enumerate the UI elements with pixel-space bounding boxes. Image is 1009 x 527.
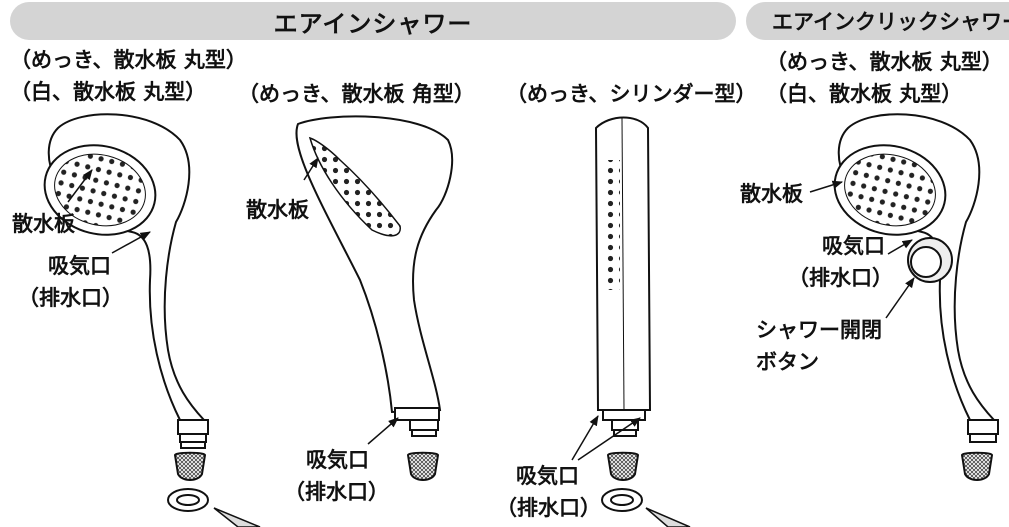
p1-spray-plate-leader	[67, 169, 93, 203]
p3-variant-label: （めっき、シリンダー型）	[506, 82, 757, 106]
washer-callout-arrow-2	[645, 507, 691, 527]
p4-spray-plate-label: 散水板	[740, 182, 803, 206]
p2-variant-label: （めっき、散水板 角型）	[238, 82, 475, 106]
p1-variant-label-2: （白、散水板 丸型）	[10, 80, 207, 104]
p2-spray-plate-label: 散水板	[246, 198, 309, 222]
p3-drain-label: （排水口）	[496, 496, 601, 520]
air-in-shower-title: エアインシャワー	[10, 2, 736, 40]
p2-air-intake-label: 吸気口	[306, 448, 369, 472]
cylinder-shower-head	[594, 116, 652, 512]
p3-air-intake-leader-1	[571, 415, 599, 461]
p2-spray-plate-leader	[303, 157, 319, 181]
angular-shower-head	[295, 115, 453, 481]
p1-air-intake-label: 吸気口	[48, 254, 111, 278]
round-shower-head-1	[43, 113, 209, 512]
washer-callout-arrow-1	[213, 507, 261, 527]
p2-air-intake-leader	[367, 417, 399, 445]
p3-air-intake-label: 吸気口	[516, 464, 579, 488]
p4-button-label-1: シャワー開閉	[756, 318, 882, 342]
p2-drain-label: （排水口）	[284, 480, 389, 504]
p1-spray-plate-label: 散水板	[12, 212, 75, 236]
p1-air-intake-leader	[111, 231, 151, 254]
p1-drain-label: （排水口）	[18, 286, 123, 310]
p4-drain-label: （排水口）	[788, 266, 893, 290]
p3-air-intake-leader-2	[577, 417, 641, 461]
p4-button-label-2: ボタン	[756, 350, 819, 374]
p4-air-intake-leader	[887, 239, 913, 255]
p1-variant-label-1: （めっき、散水板 丸型）	[10, 48, 247, 72]
p4-variant-label-1: （めっき、散水板 丸型）	[766, 50, 1003, 74]
p4-variant-label-2: （白、散水板 丸型）	[766, 82, 963, 106]
click-shower-head	[833, 113, 999, 481]
p4-button-leader	[885, 277, 915, 319]
p4-spray-plate-leader	[809, 180, 844, 193]
p4-air-intake-label: 吸気口	[822, 234, 885, 258]
air-in-click-shower-title: エアインクリックシャワー	[746, 2, 1009, 40]
